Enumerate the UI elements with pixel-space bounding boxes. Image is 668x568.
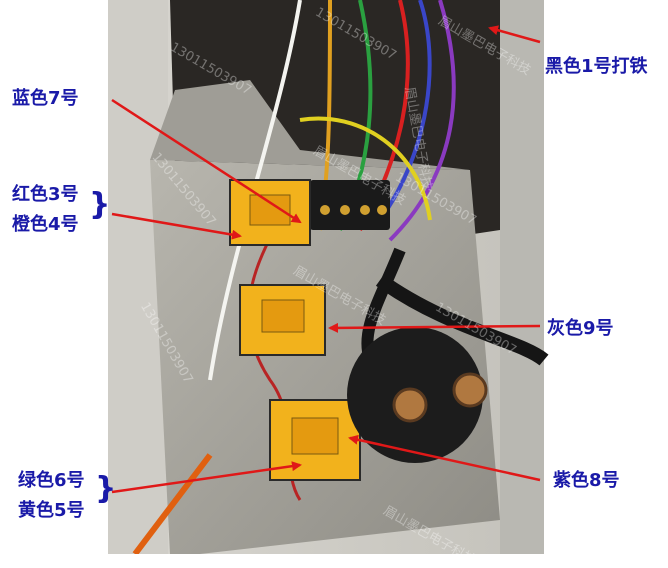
wiring-photo	[108, 0, 549, 556]
relay-top-window	[249, 194, 291, 226]
arrow-black	[488, 25, 541, 44]
terminal-screw	[340, 205, 350, 215]
label-gray: 灰色9号	[547, 318, 614, 339]
arrow-purple	[348, 434, 541, 482]
terminal-screw	[320, 205, 330, 215]
label-red: 红色3号	[12, 184, 79, 205]
arrow-red-orange	[111, 212, 242, 240]
label-orange: 橙色4号	[12, 214, 79, 235]
terminal-block	[310, 180, 390, 230]
solenoid-terminal-left	[392, 387, 428, 423]
right-wall	[500, 0, 544, 554]
photo-stage: 13011503907 13011503907 眉山墨巴电子科技 眉山墨巴电子科…	[12, 0, 648, 556]
brace-red-orange: }	[89, 187, 111, 222]
arrow-green-yellow	[111, 461, 302, 494]
purple-wire	[388, 0, 456, 242]
blue-wire	[378, 0, 432, 222]
yellow-wire	[299, 116, 432, 221]
solenoid-terminal-right	[452, 372, 488, 408]
label-green: 绿色6号	[18, 470, 85, 491]
label-black: 黑色1号打铁	[545, 56, 648, 77]
terminal-screw	[360, 205, 370, 215]
label-yellow: 黄色5号	[18, 500, 85, 521]
label-purple: 紫色8号	[553, 470, 620, 491]
terminal-screw	[377, 205, 387, 215]
relay-bottom-window	[291, 417, 339, 455]
plate-top	[150, 80, 470, 170]
arrow-gray	[328, 322, 541, 333]
relay-middle-window	[261, 299, 305, 333]
label-blue: 蓝色7号	[12, 88, 79, 109]
screwdriver	[132, 453, 213, 556]
arrow-blue	[111, 98, 302, 224]
brace-green-yellow: }	[95, 471, 117, 506]
black-cable	[375, 274, 549, 366]
